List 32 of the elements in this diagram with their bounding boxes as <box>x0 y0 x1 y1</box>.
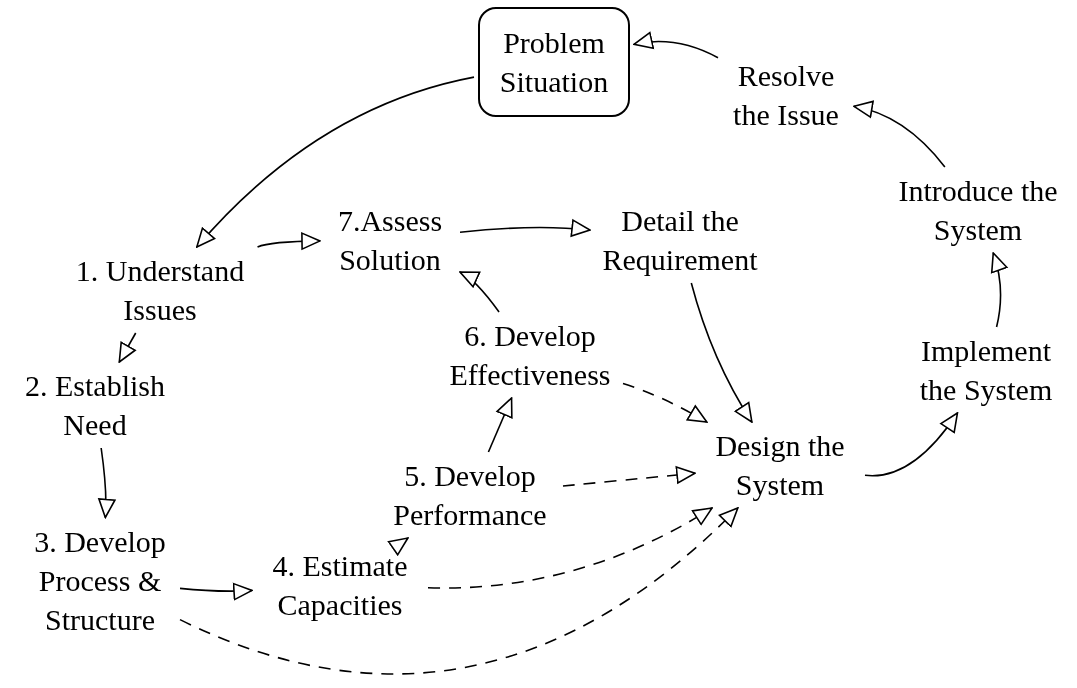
arrow <box>387 537 409 556</box>
arrow <box>990 252 1008 328</box>
arrow <box>179 582 253 601</box>
step-label: Problem Situation <box>498 25 610 100</box>
step-label: Implement the System <box>918 333 1054 408</box>
arrow <box>864 412 959 477</box>
step-label: 1. Understand Issues <box>74 253 246 328</box>
arrow <box>459 219 591 238</box>
step-label: Resolve the Issue <box>732 58 840 133</box>
arrow <box>853 101 946 168</box>
step-label: 2. Establish Need <box>24 368 166 443</box>
arrow <box>690 282 753 423</box>
dashed-arrow <box>622 382 708 423</box>
arrow <box>256 232 321 250</box>
arrow <box>487 397 513 453</box>
arrow <box>633 32 719 59</box>
arrow <box>459 271 500 313</box>
arrow <box>97 447 116 519</box>
step-label: 5. Develop Performance <box>392 458 548 533</box>
step-label: 3. Develop Process & Structure <box>33 523 167 638</box>
step-label: Design the System <box>714 428 846 503</box>
step-label: 7.Assess Solution <box>336 203 444 278</box>
dashed-arrow <box>562 466 696 487</box>
arrow <box>118 332 137 363</box>
dashed-arrow <box>427 507 713 589</box>
step-label: Introduce the System <box>897 173 1059 248</box>
rounded-box <box>478 7 630 117</box>
step-label: 4. Estimate Capacities <box>271 548 409 623</box>
dashed-arrow <box>179 507 739 675</box>
step-label: Detail the Requirement <box>601 203 759 278</box>
arrow <box>196 76 475 248</box>
step-label: 6. Develop Effectiveness <box>448 318 612 393</box>
